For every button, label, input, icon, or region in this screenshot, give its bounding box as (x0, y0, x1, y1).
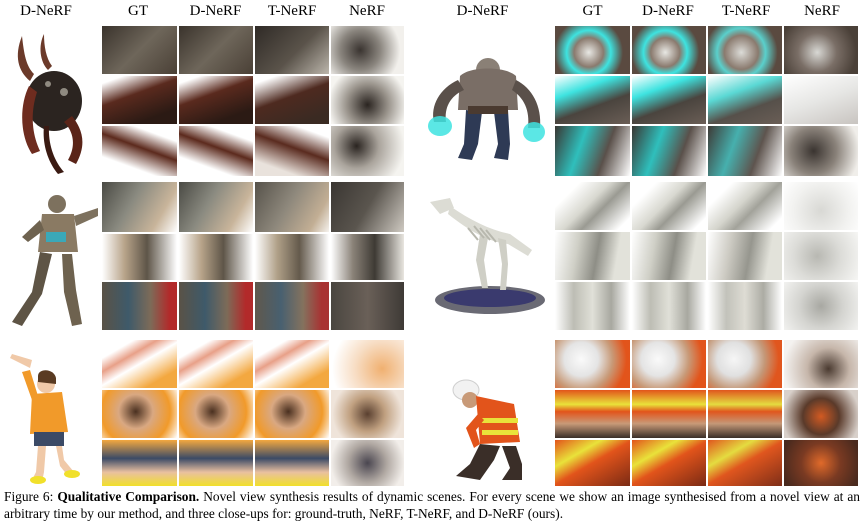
caption-text: Novel view synthesis results of dynamic … (4, 489, 860, 521)
closeup-trex-nerf-1 (784, 182, 858, 230)
closeup-soldier-dnerf-3 (179, 282, 253, 330)
closeup-monster-nerf-1 (331, 26, 404, 74)
closeup-trex-tnerf-1 (708, 182, 782, 230)
closeup-cyan-nerf-2 (784, 76, 858, 124)
closeup-trex-dnerf-2 (632, 232, 706, 280)
header-right-gt: GT (582, 3, 603, 19)
hero-image-soldier (2, 182, 100, 330)
figure-6: D-NeRF GT D-NeRF T-NeRF NeRF D-NeRF GT D… (2, 3, 858, 486)
caption-bold-title: Qualitative Comparison. (57, 489, 200, 504)
closeup-girl-gt-3 (102, 440, 177, 486)
closeup-soldier-tnerf-3 (255, 282, 329, 330)
hero-image-monster (4, 26, 100, 176)
closeup-cyan-tnerf-2 (708, 76, 782, 124)
closeup-girl-tnerf-1 (255, 340, 329, 388)
hero-image-girl (2, 340, 100, 486)
closeup-monster-gt-3 (102, 126, 177, 176)
closeup-trex-nerf-2 (784, 232, 858, 280)
closeup-cyan-dnerf-1 (632, 26, 706, 74)
closeup-worker-nerf-3 (784, 440, 858, 486)
closeup-girl-tnerf-3 (255, 440, 329, 486)
closeup-girl-nerf-1 (331, 340, 404, 388)
closeup-girl-nerf-3 (331, 440, 404, 486)
closeup-girl-gt-2 (102, 390, 177, 438)
closeup-monster-tnerf-2 (255, 76, 329, 124)
closeup-monster-dnerf-3 (179, 126, 253, 176)
closeup-girl-dnerf-2 (179, 390, 253, 438)
closeup-soldier-gt-3 (102, 282, 177, 330)
closeup-girl-dnerf-3 (179, 440, 253, 486)
closeup-worker-dnerf-3 (632, 440, 706, 486)
closeup-trex-dnerf-3 (632, 282, 706, 330)
header-left-nerf: NeRF (349, 3, 385, 19)
hero-image-cyan-monster (420, 36, 550, 166)
closeup-cyan-dnerf-3 (632, 126, 706, 176)
closeup-monster-gt-2 (102, 76, 177, 124)
closeup-cyan-gt-1 (555, 26, 630, 74)
closeup-monster-nerf-2 (331, 76, 404, 124)
closeup-soldier-nerf-1 (331, 182, 404, 232)
header-right-hero: D-NeRF (456, 3, 509, 19)
header-left-hero: D-NeRF (20, 3, 72, 19)
closeup-cyan-dnerf-2 (632, 76, 706, 124)
closeup-trex-gt-3 (555, 282, 630, 330)
closeup-cyan-tnerf-1 (708, 26, 782, 74)
closeup-soldier-tnerf-2 (255, 234, 329, 280)
header-right-nerf: NeRF (804, 3, 840, 19)
header-left-gt: GT (128, 3, 148, 19)
closeup-soldier-dnerf-1 (179, 182, 253, 232)
caption-label: Figure 6: (4, 489, 54, 504)
closeup-soldier-dnerf-2 (179, 234, 253, 280)
closeup-trex-gt-2 (555, 232, 630, 280)
closeup-worker-dnerf-2 (632, 390, 706, 438)
closeup-worker-nerf-2 (784, 390, 858, 438)
closeup-cyan-tnerf-3 (708, 126, 782, 176)
closeup-cyan-gt-2 (555, 76, 630, 124)
closeup-soldier-gt-2 (102, 234, 177, 280)
closeup-worker-dnerf-1 (632, 340, 706, 388)
closeup-girl-dnerf-1 (179, 340, 253, 388)
closeup-monster-dnerf-2 (179, 76, 253, 124)
closeup-worker-nerf-1 (784, 340, 858, 388)
closeup-cyan-nerf-1 (784, 26, 858, 74)
header-right-tnerf: T-NeRF (721, 3, 771, 19)
closeup-trex-dnerf-1 (632, 182, 706, 230)
header-right-dnerf: D-NeRF (642, 3, 694, 19)
hero-image-trex (420, 190, 550, 320)
header-left-dnerf: D-NeRF (189, 3, 242, 19)
closeup-worker-tnerf-2 (708, 390, 782, 438)
hero-image-worker (440, 368, 540, 486)
closeup-soldier-gt-1 (102, 182, 177, 232)
closeup-trex-tnerf-3 (708, 282, 782, 330)
closeup-trex-nerf-3 (784, 282, 858, 330)
closeup-cyan-nerf-3 (784, 126, 858, 176)
closeup-worker-gt-2 (555, 390, 630, 438)
closeup-worker-gt-1 (555, 340, 630, 388)
closeup-girl-gt-1 (102, 340, 177, 388)
closeup-monster-tnerf-3 (255, 126, 329, 176)
closeup-worker-tnerf-3 (708, 440, 782, 486)
closeup-soldier-nerf-2 (331, 234, 404, 280)
closeup-monster-dnerf-1 (179, 26, 253, 74)
closeup-soldier-tnerf-1 (255, 182, 329, 232)
closeup-girl-nerf-2 (331, 390, 404, 438)
header-left-tnerf: T-NeRF (267, 3, 317, 19)
figure-caption: Figure 6: Qualitative Comparison. Novel … (4, 488, 860, 522)
closeup-trex-gt-1 (555, 182, 630, 230)
closeup-monster-nerf-3 (331, 126, 404, 176)
closeup-girl-tnerf-2 (255, 390, 329, 438)
closeup-monster-gt-1 (102, 26, 177, 74)
closeup-trex-tnerf-2 (708, 232, 782, 280)
closeup-worker-gt-3 (555, 440, 630, 486)
closeup-cyan-gt-3 (555, 126, 630, 176)
closeup-monster-tnerf-1 (255, 26, 329, 74)
closeup-worker-tnerf-1 (708, 340, 782, 388)
closeup-soldier-nerf-3 (331, 282, 404, 330)
